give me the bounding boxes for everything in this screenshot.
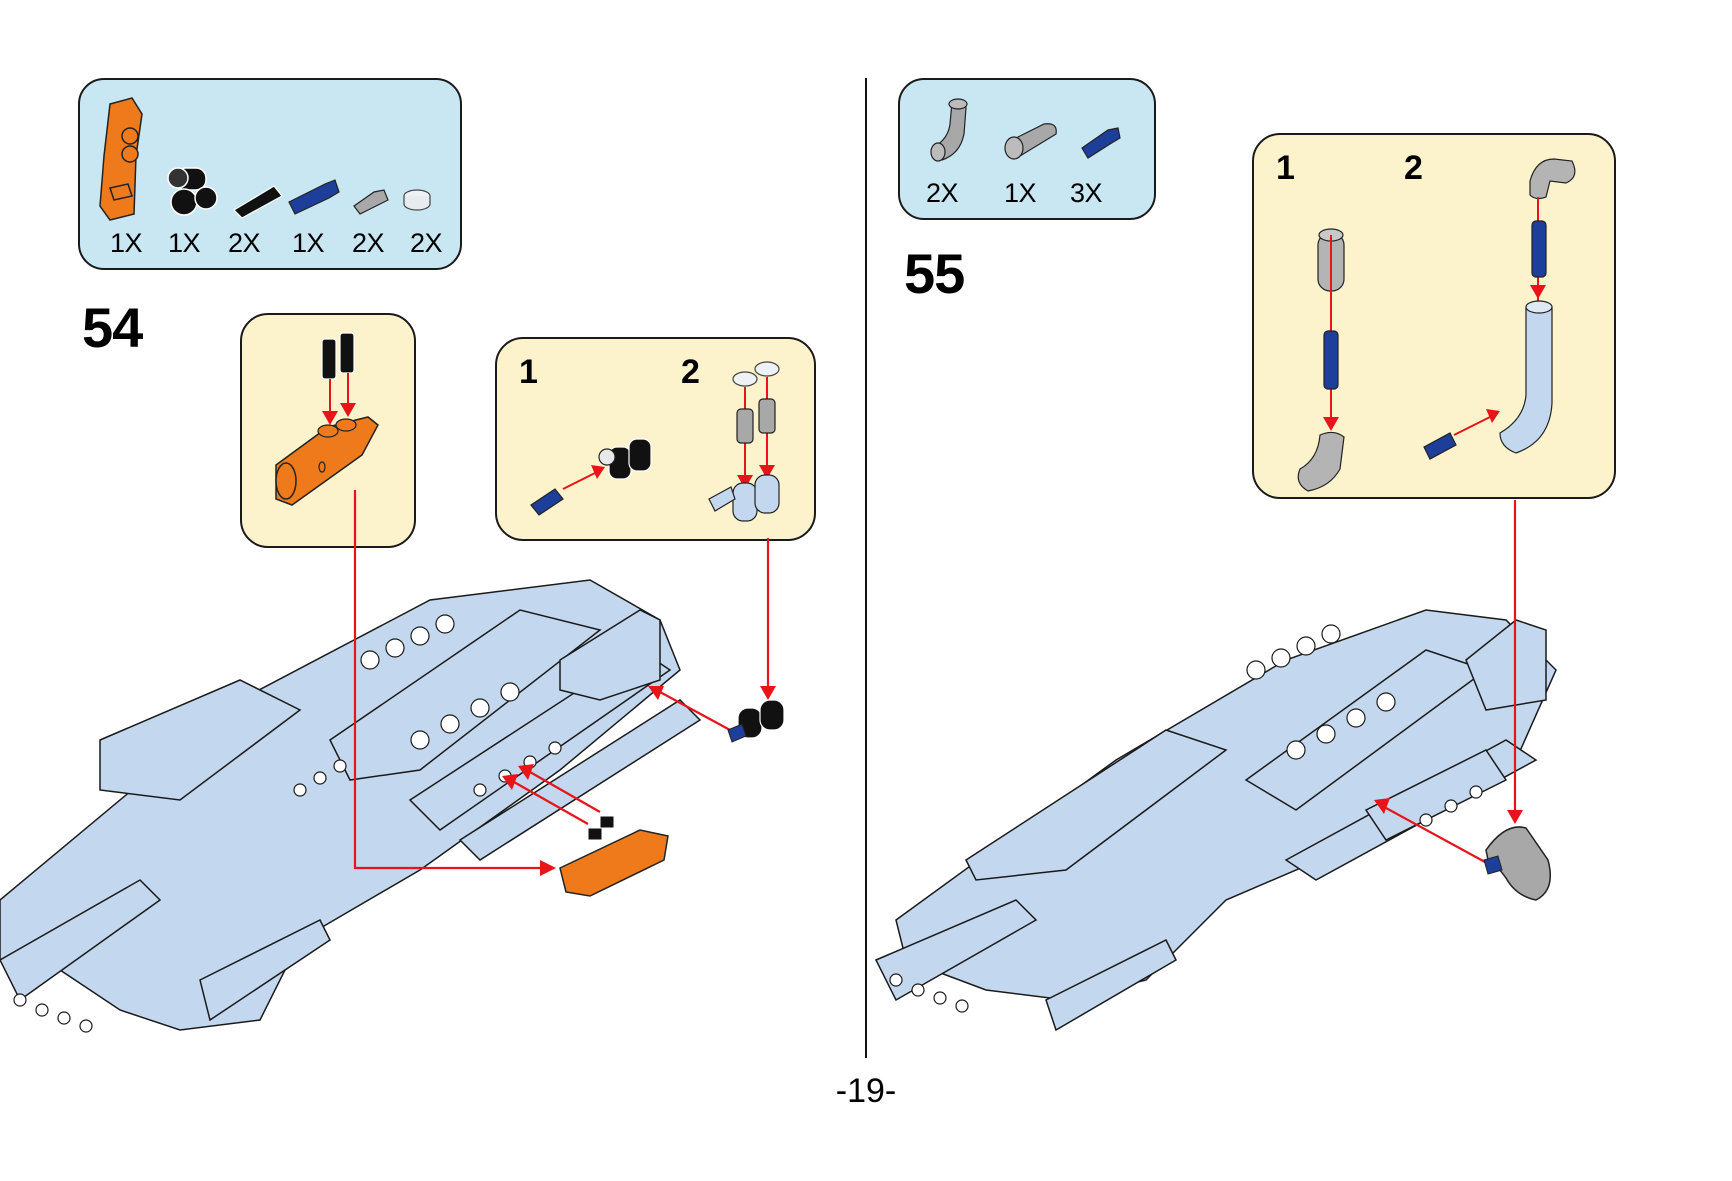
step-number: 55 bbox=[904, 242, 965, 305]
part-qty: 3X bbox=[1070, 178, 1103, 208]
step-54-parts-box: 1X 1X 2X 1X 2X 2X bbox=[78, 78, 462, 270]
step-54-main-assembly bbox=[0, 490, 785, 1033]
part-qty: 2X bbox=[352, 228, 385, 258]
sub-step-number: 2 bbox=[681, 353, 700, 391]
part-qty: 2X bbox=[410, 228, 443, 258]
part-qty: 2X bbox=[228, 228, 261, 258]
part-qty: 1X bbox=[168, 228, 201, 258]
part-qty: 1X bbox=[292, 228, 325, 258]
part-qty: 1X bbox=[110, 228, 143, 258]
page-number: -19- bbox=[835, 1072, 897, 1110]
sub-assembly-box bbox=[240, 313, 416, 548]
step-55-main-assembly bbox=[874, 500, 1557, 1032]
sub-step-number: 1 bbox=[1276, 149, 1295, 187]
sub-assembly-connector-illustration bbox=[530, 361, 780, 522]
sub-step-number: 2 bbox=[1404, 149, 1423, 187]
sub-assembly-orange-panel-illustration bbox=[275, 332, 379, 506]
grey-tube-icon bbox=[1004, 123, 1057, 160]
orange-panel-icon bbox=[99, 97, 143, 221]
sub-assembly-box: 1 2 bbox=[495, 337, 816, 541]
black-connector-icon bbox=[167, 167, 218, 216]
sub-assembly-box: 1 2 bbox=[1252, 133, 1616, 499]
grey-half-pin-icon bbox=[353, 189, 389, 215]
sub-step-number: 1 bbox=[519, 353, 538, 391]
clear-round-tile-icon bbox=[403, 189, 431, 211]
blue-axle-pin-icon bbox=[288, 179, 340, 215]
part-qty: 2X bbox=[926, 178, 959, 208]
blue-axle-pin-icon bbox=[1081, 127, 1121, 159]
step-55-parts-box: 2X 1X 3X bbox=[898, 78, 1156, 220]
sub-assembly-tube-illustration bbox=[1297, 158, 1576, 492]
grey-bent-tube-icon bbox=[930, 98, 968, 162]
black-pin-icon bbox=[233, 185, 283, 219]
page-divider bbox=[865, 78, 867, 1058]
step-number: 54 bbox=[82, 296, 143, 359]
part-qty: 1X bbox=[1004, 178, 1037, 208]
